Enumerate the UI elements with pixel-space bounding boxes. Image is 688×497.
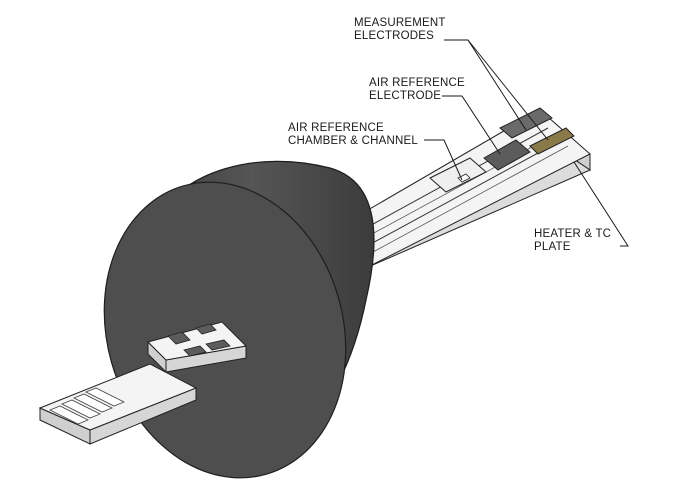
label-air-reference-electrode: AIR REFERENCE ELECTRODE — [369, 77, 465, 103]
mounting-disc — [103, 160, 375, 479]
label-heater-tc-plate: HEATER & TC PLATE — [534, 228, 611, 254]
label-air-reference-chamber: AIR REFERENCE CHAMBER & CHANNEL — [288, 122, 418, 148]
label-measurement-electrodes-line1: MEASUREMENT — [354, 17, 446, 29]
label-heater-tc-plate-line1: HEATER & TC — [534, 228, 612, 240]
label-measurement-electrodes: MEASUREMENT ELECTRODES — [354, 17, 446, 43]
heater-plate-shape — [529, 127, 575, 155]
air-ref-chamber-leader — [424, 139, 463, 181]
leader-lines — [424, 39, 629, 247]
label-air-reference-chamber-line2: CHAMBER & CHANNEL — [288, 135, 418, 147]
measurement-electrode-shape — [499, 107, 553, 139]
label-air-reference-electrode-line2: ELECTRODE — [369, 90, 442, 102]
label-measurement-electrodes-line2: ELECTRODES — [354, 30, 434, 42]
label-air-reference-electrode-line1: AIR REFERENCE — [369, 77, 465, 89]
air-reference-electrode-shape — [483, 139, 531, 171]
sensor-strip-front — [38, 321, 248, 445]
air-ref-electrode-leader — [442, 95, 501, 155]
sensor-strip-rear — [329, 107, 592, 269]
heater-leader — [573, 161, 629, 247]
label-heater-tc-plate-line2: PLATE — [534, 241, 571, 253]
measurement-leader-2 — [467, 39, 549, 141]
label-air-reference-chamber-line1: AIR REFERENCE — [288, 122, 384, 134]
